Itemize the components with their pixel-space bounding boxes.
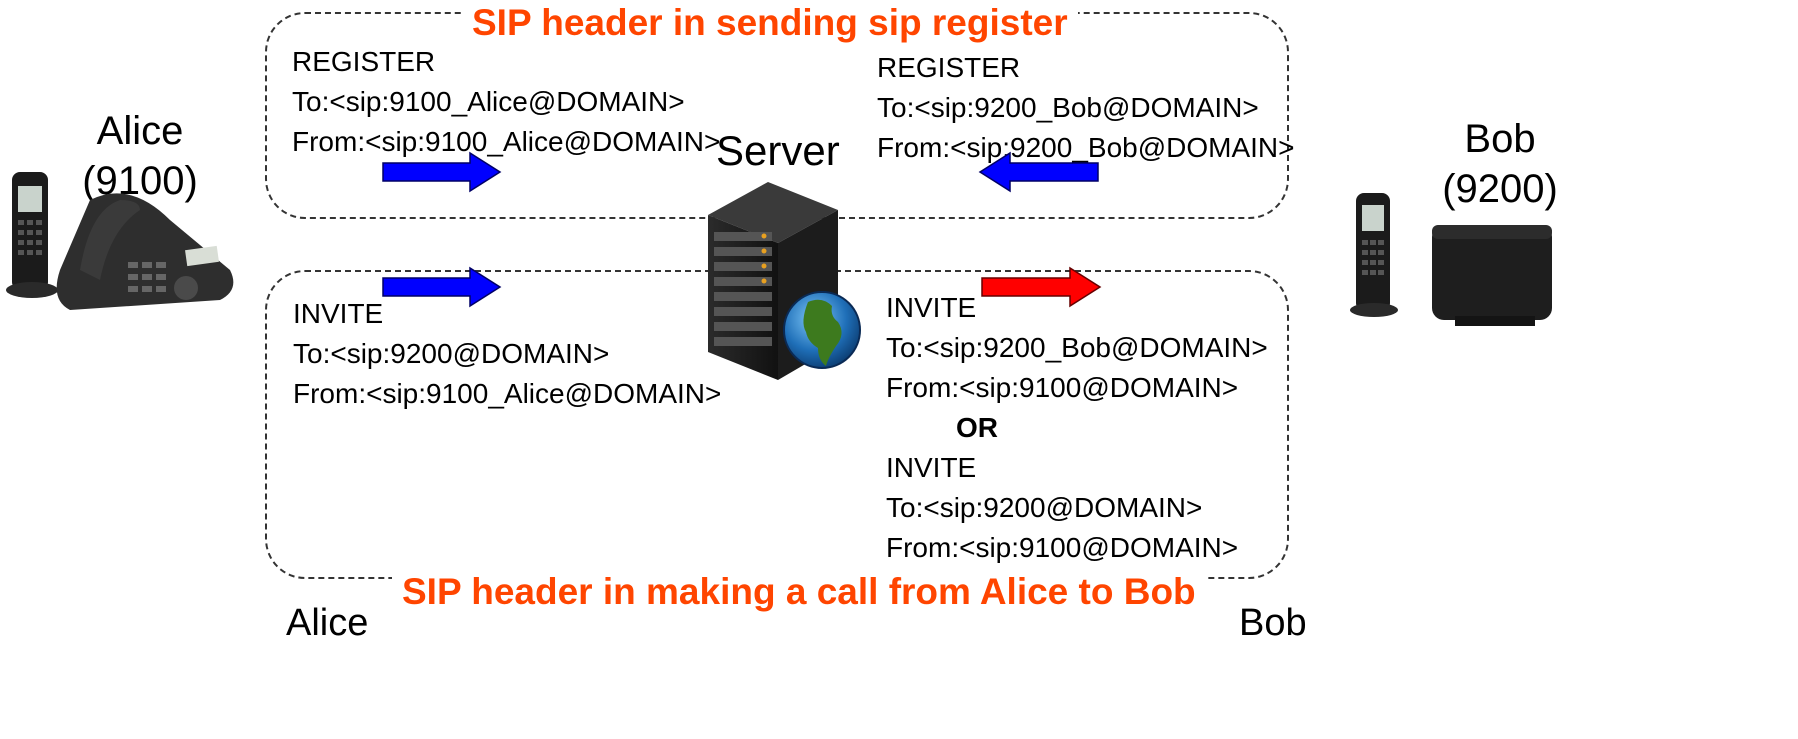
register-bob-header: REGISTER To:<sip:9200_Bob@DOMAIN> From:<… <box>877 48 1294 168</box>
bob-phone-icon <box>1350 193 1398 317</box>
server-label: Server <box>716 127 840 174</box>
bob-ext: (9200) <box>1442 167 1558 211</box>
invite-alice-header: INVITE To:<sip:9200@DOMAIN> From:<sip:91… <box>293 294 721 414</box>
invite-bob-method-1: INVITE <box>886 292 977 323</box>
invite-bob-from-1: From:<sip:9100@DOMAIN> <box>886 372 1239 403</box>
server-icon <box>708 182 861 380</box>
invite-bob-to-1: To:<sip:9200_Bob@DOMAIN> <box>886 332 1268 363</box>
invite-alice-to: To:<sip:9200@DOMAIN> <box>293 338 610 369</box>
invite-bob-from-2: From:<sip:9100@DOMAIN> <box>886 532 1239 563</box>
bob-name-text: Bob <box>1464 117 1536 161</box>
register-bob-from: From:<sip:9200_Bob@DOMAIN> <box>877 132 1295 163</box>
register-alice-header: REGISTER To:<sip:9100_Alice@DOMAIN> From… <box>292 42 720 162</box>
bob-name: Bob (9200) <box>1420 114 1580 214</box>
alice-name-text: Alice <box>96 109 184 153</box>
invite-bob-method-2: INVITE <box>886 452 977 483</box>
register-box-title: SIP header in sending sip register <box>462 2 1078 44</box>
alice-name: Alice (9100) <box>55 106 225 206</box>
alice-phone-icon <box>6 172 234 310</box>
register-bob-to: To:<sip:9200_Bob@DOMAIN> <box>877 92 1259 123</box>
bob-caption: Bob <box>1239 602 1307 644</box>
register-alice-method: REGISTER <box>292 46 436 77</box>
bob-base-station-icon <box>1432 225 1552 326</box>
arrow-invite-server <box>981 266 1102 308</box>
register-alice-from: From:<sip:9100_Alice@DOMAIN> <box>292 126 721 157</box>
invite-alice-method: INVITE <box>293 298 384 329</box>
alice-caption: Alice <box>286 602 369 644</box>
arrow-register-alice <box>382 151 502 193</box>
invite-alice-from: From:<sip:9100_Alice@DOMAIN> <box>293 378 722 409</box>
arrow-invite-alice <box>382 266 502 308</box>
invite-box-title: SIP header in making a call from Alice t… <box>392 571 1206 613</box>
register-alice-to: To:<sip:9100_Alice@DOMAIN> <box>292 86 685 117</box>
or-label: OR <box>956 412 998 443</box>
arrow-register-bob <box>978 151 1099 193</box>
invite-bob-header: INVITE To:<sip:9200_Bob@DOMAIN> From:<si… <box>886 288 1268 568</box>
invite-bob-to-2: To:<sip:9200@DOMAIN> <box>886 492 1203 523</box>
register-bob-method: REGISTER <box>877 52 1021 83</box>
